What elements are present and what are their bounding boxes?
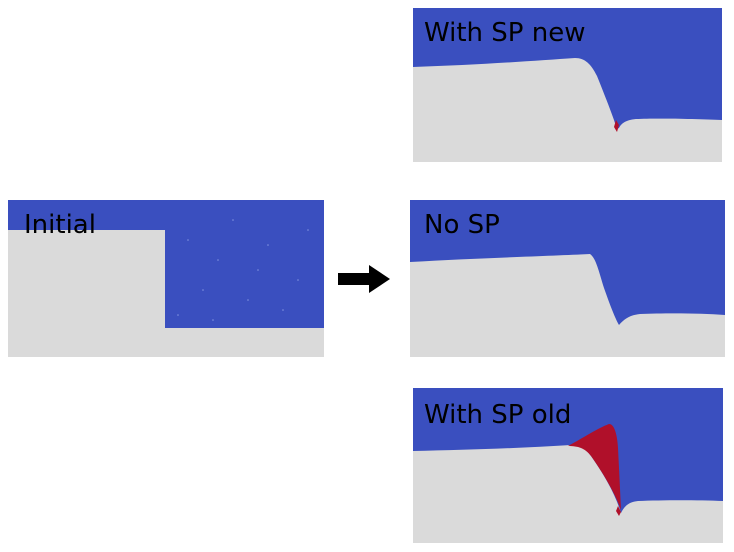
- with-sp-old-simulation-image: [413, 388, 723, 543]
- initial-simulation-image: [8, 200, 324, 357]
- panel-with-sp-new: With SP new: [413, 8, 722, 162]
- with-sp-new-simulation-image: [413, 8, 722, 162]
- panel-with-sp-old-label: With SP old: [424, 400, 572, 430]
- panel-initial: Initial: [8, 200, 324, 357]
- panel-initial-label: Initial: [24, 210, 96, 240]
- panel-with-sp-old: With SP old: [413, 388, 723, 543]
- right-arrow-icon: [336, 264, 392, 298]
- panel-no-sp: No SP: [410, 200, 725, 357]
- no-sp-simulation-image: [410, 200, 725, 357]
- panel-with-sp-new-label: With SP new: [424, 18, 586, 48]
- panel-no-sp-label: No SP: [424, 210, 500, 240]
